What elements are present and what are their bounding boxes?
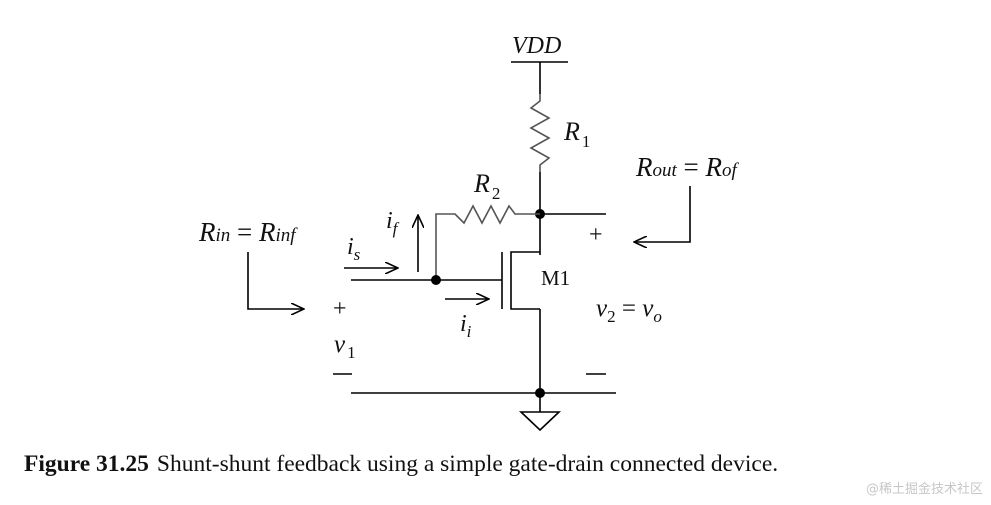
- figure-number: Figure 31.25: [24, 451, 149, 477]
- is-label: is: [347, 234, 361, 264]
- m1-label: M1: [541, 266, 570, 290]
- ground-icon: [518, 411, 562, 432]
- rin-label: Rin = Rinf: [198, 217, 298, 247]
- if-label: if: [386, 208, 400, 238]
- rin-arrow: [247, 252, 303, 309]
- gate-node: [431, 275, 441, 285]
- rout-label: Rout = Rof: [635, 152, 740, 182]
- watermark: @稀土掘金技术社区: [865, 482, 983, 497]
- v2-plus: +: [589, 222, 603, 248]
- vdd-label: VDD: [512, 33, 561, 59]
- ii-label: ii: [460, 311, 472, 341]
- resistor-r2: [435, 204, 540, 277]
- channel: [510, 251, 540, 310]
- rout-arrow: [635, 186, 691, 242]
- caption-text: Shunt-shunt feedback using a simple gate…: [156, 451, 779, 477]
- v2-label: v2 = vo: [596, 295, 662, 326]
- resistor-r1: [529, 94, 551, 172]
- v1-plus: +: [333, 296, 347, 322]
- figure-caption: Figure 31.25 Shunt-shunt feedback using a…: [24, 451, 778, 478]
